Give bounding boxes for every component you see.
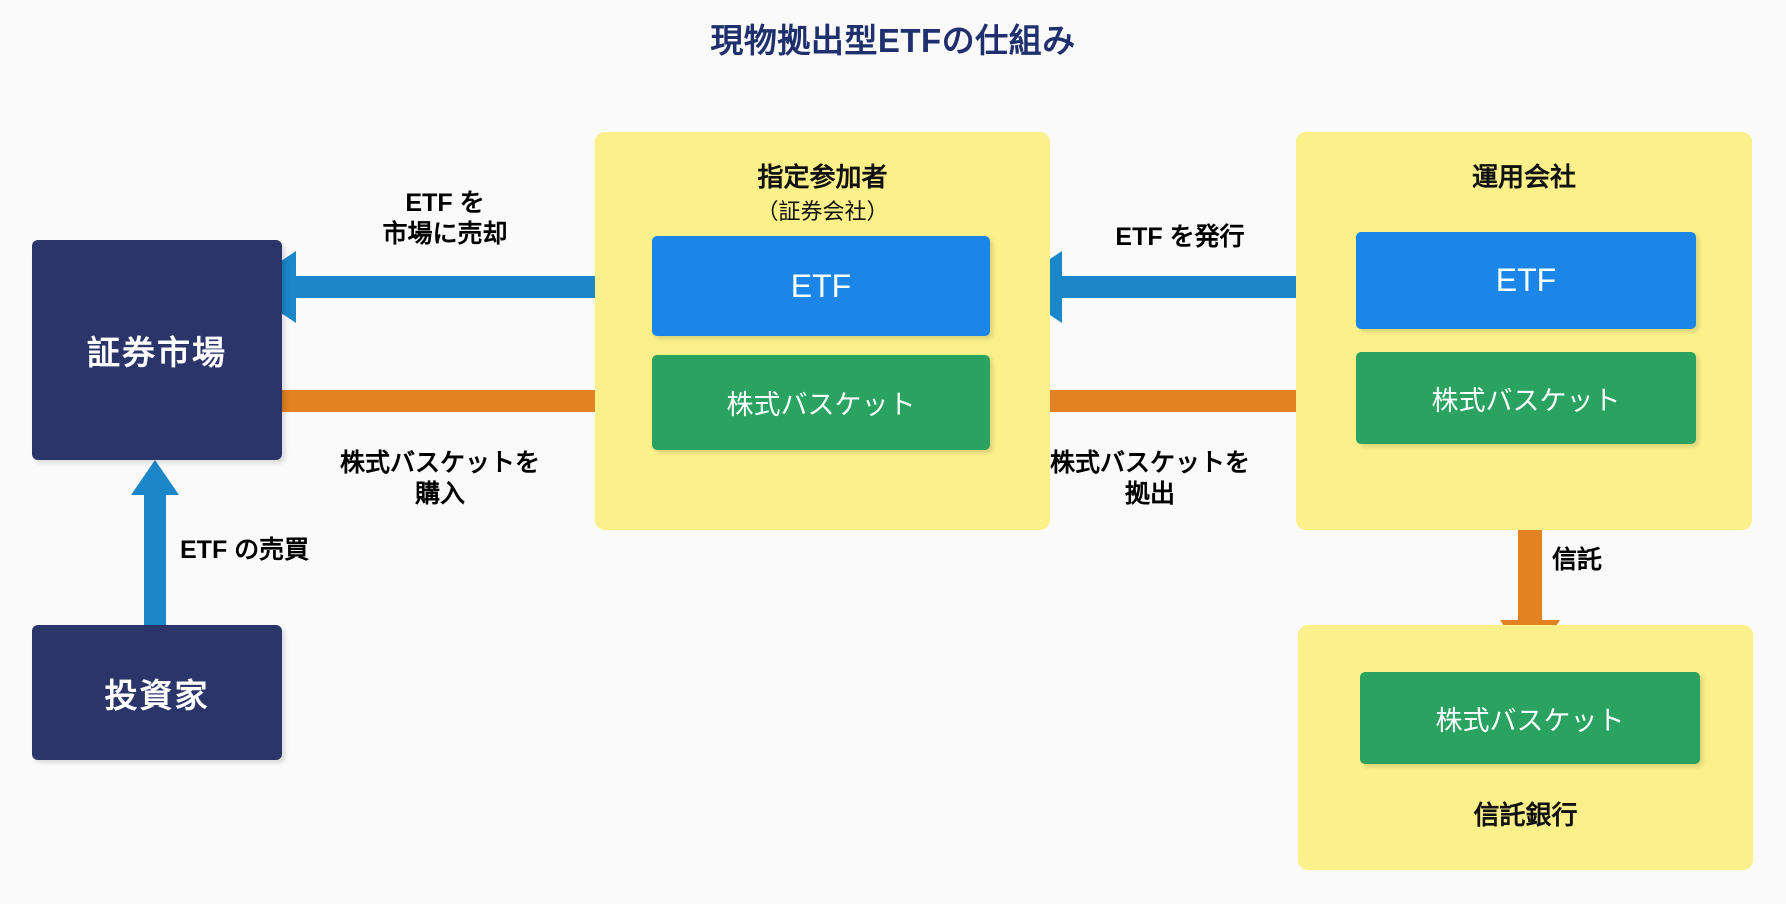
node-securities-market[interactable]: 証券市場 <box>32 240 282 460</box>
arrow-etf-sell-to-market <box>242 251 652 323</box>
asset-manager-title: 運用会社 <box>1471 162 1576 192</box>
dp-basket-label: 株式バスケット <box>726 390 916 420</box>
trust-bank-footer: 信託銀行 <box>1473 800 1578 830</box>
node-investor[interactable]: 投資家 <box>32 625 282 760</box>
node-am-basket[interactable]: 株式バスケット <box>1356 352 1696 444</box>
designated-participant-title: 指定参加者 <box>757 162 888 192</box>
node-am-etf[interactable]: ETF <box>1356 232 1696 329</box>
investor-label: 投資家 <box>104 676 210 714</box>
am-basket-label: 株式バスケット <box>1431 385 1621 416</box>
securities-market-label: 証券市場 <box>87 334 227 371</box>
node-dp-etf[interactable]: ETF <box>652 236 990 336</box>
dp-etf-label: ETF <box>790 267 852 304</box>
label-etf-trading: ETF の売買 <box>180 536 310 564</box>
am-etf-label: ETF <box>1495 262 1557 298</box>
designated-participant-subtitle: （証券会社） <box>756 199 889 224</box>
tb-basket-label: 株式バスケット <box>1435 705 1625 736</box>
node-dp-basket[interactable]: 株式バスケット <box>652 355 990 450</box>
panel-asset-manager: 運用会社 <box>1296 132 1752 530</box>
label-trust: 信託 <box>1552 546 1603 574</box>
node-tb-basket[interactable]: 株式バスケット <box>1360 672 1700 764</box>
label-buy-basket: 株式バスケットを 購入 <box>339 449 540 508</box>
label-contribute-basket: 株式バスケットを 拠出 <box>1049 449 1250 508</box>
label-etf-sell-to-market: ETF を 市場に売却 <box>382 189 508 248</box>
page-title: 現物拠出型ETFの仕組み <box>710 22 1076 59</box>
label-etf-issue: ETF を発行 <box>1115 223 1245 251</box>
